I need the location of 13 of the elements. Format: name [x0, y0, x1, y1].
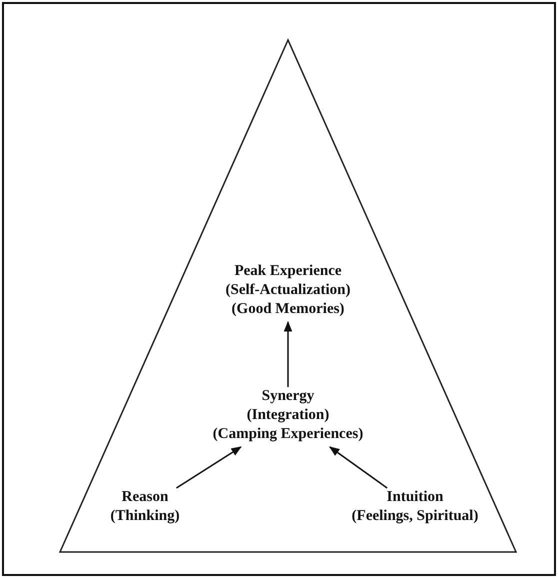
node-heading: Intuition	[386, 488, 444, 507]
node-subtext: (Integration)	[246, 406, 330, 425]
node-subtext: (Thinking)	[109, 507, 181, 526]
node-subtext: (Self-Actualization)	[224, 281, 352, 300]
node-subtext: (Feelings, Spiritual)	[350, 507, 480, 526]
arrow	[284, 320, 292, 387]
arrow	[329, 446, 388, 489]
node-subtext: (Camping Experiences)	[212, 425, 364, 444]
node-subtext: (Good Memories)	[230, 300, 346, 319]
node-heading: Synergy	[260, 387, 316, 406]
node-heading: Peak Experience	[233, 262, 343, 281]
node-heading: Reason	[120, 488, 170, 507]
arrow	[176, 446, 242, 489]
